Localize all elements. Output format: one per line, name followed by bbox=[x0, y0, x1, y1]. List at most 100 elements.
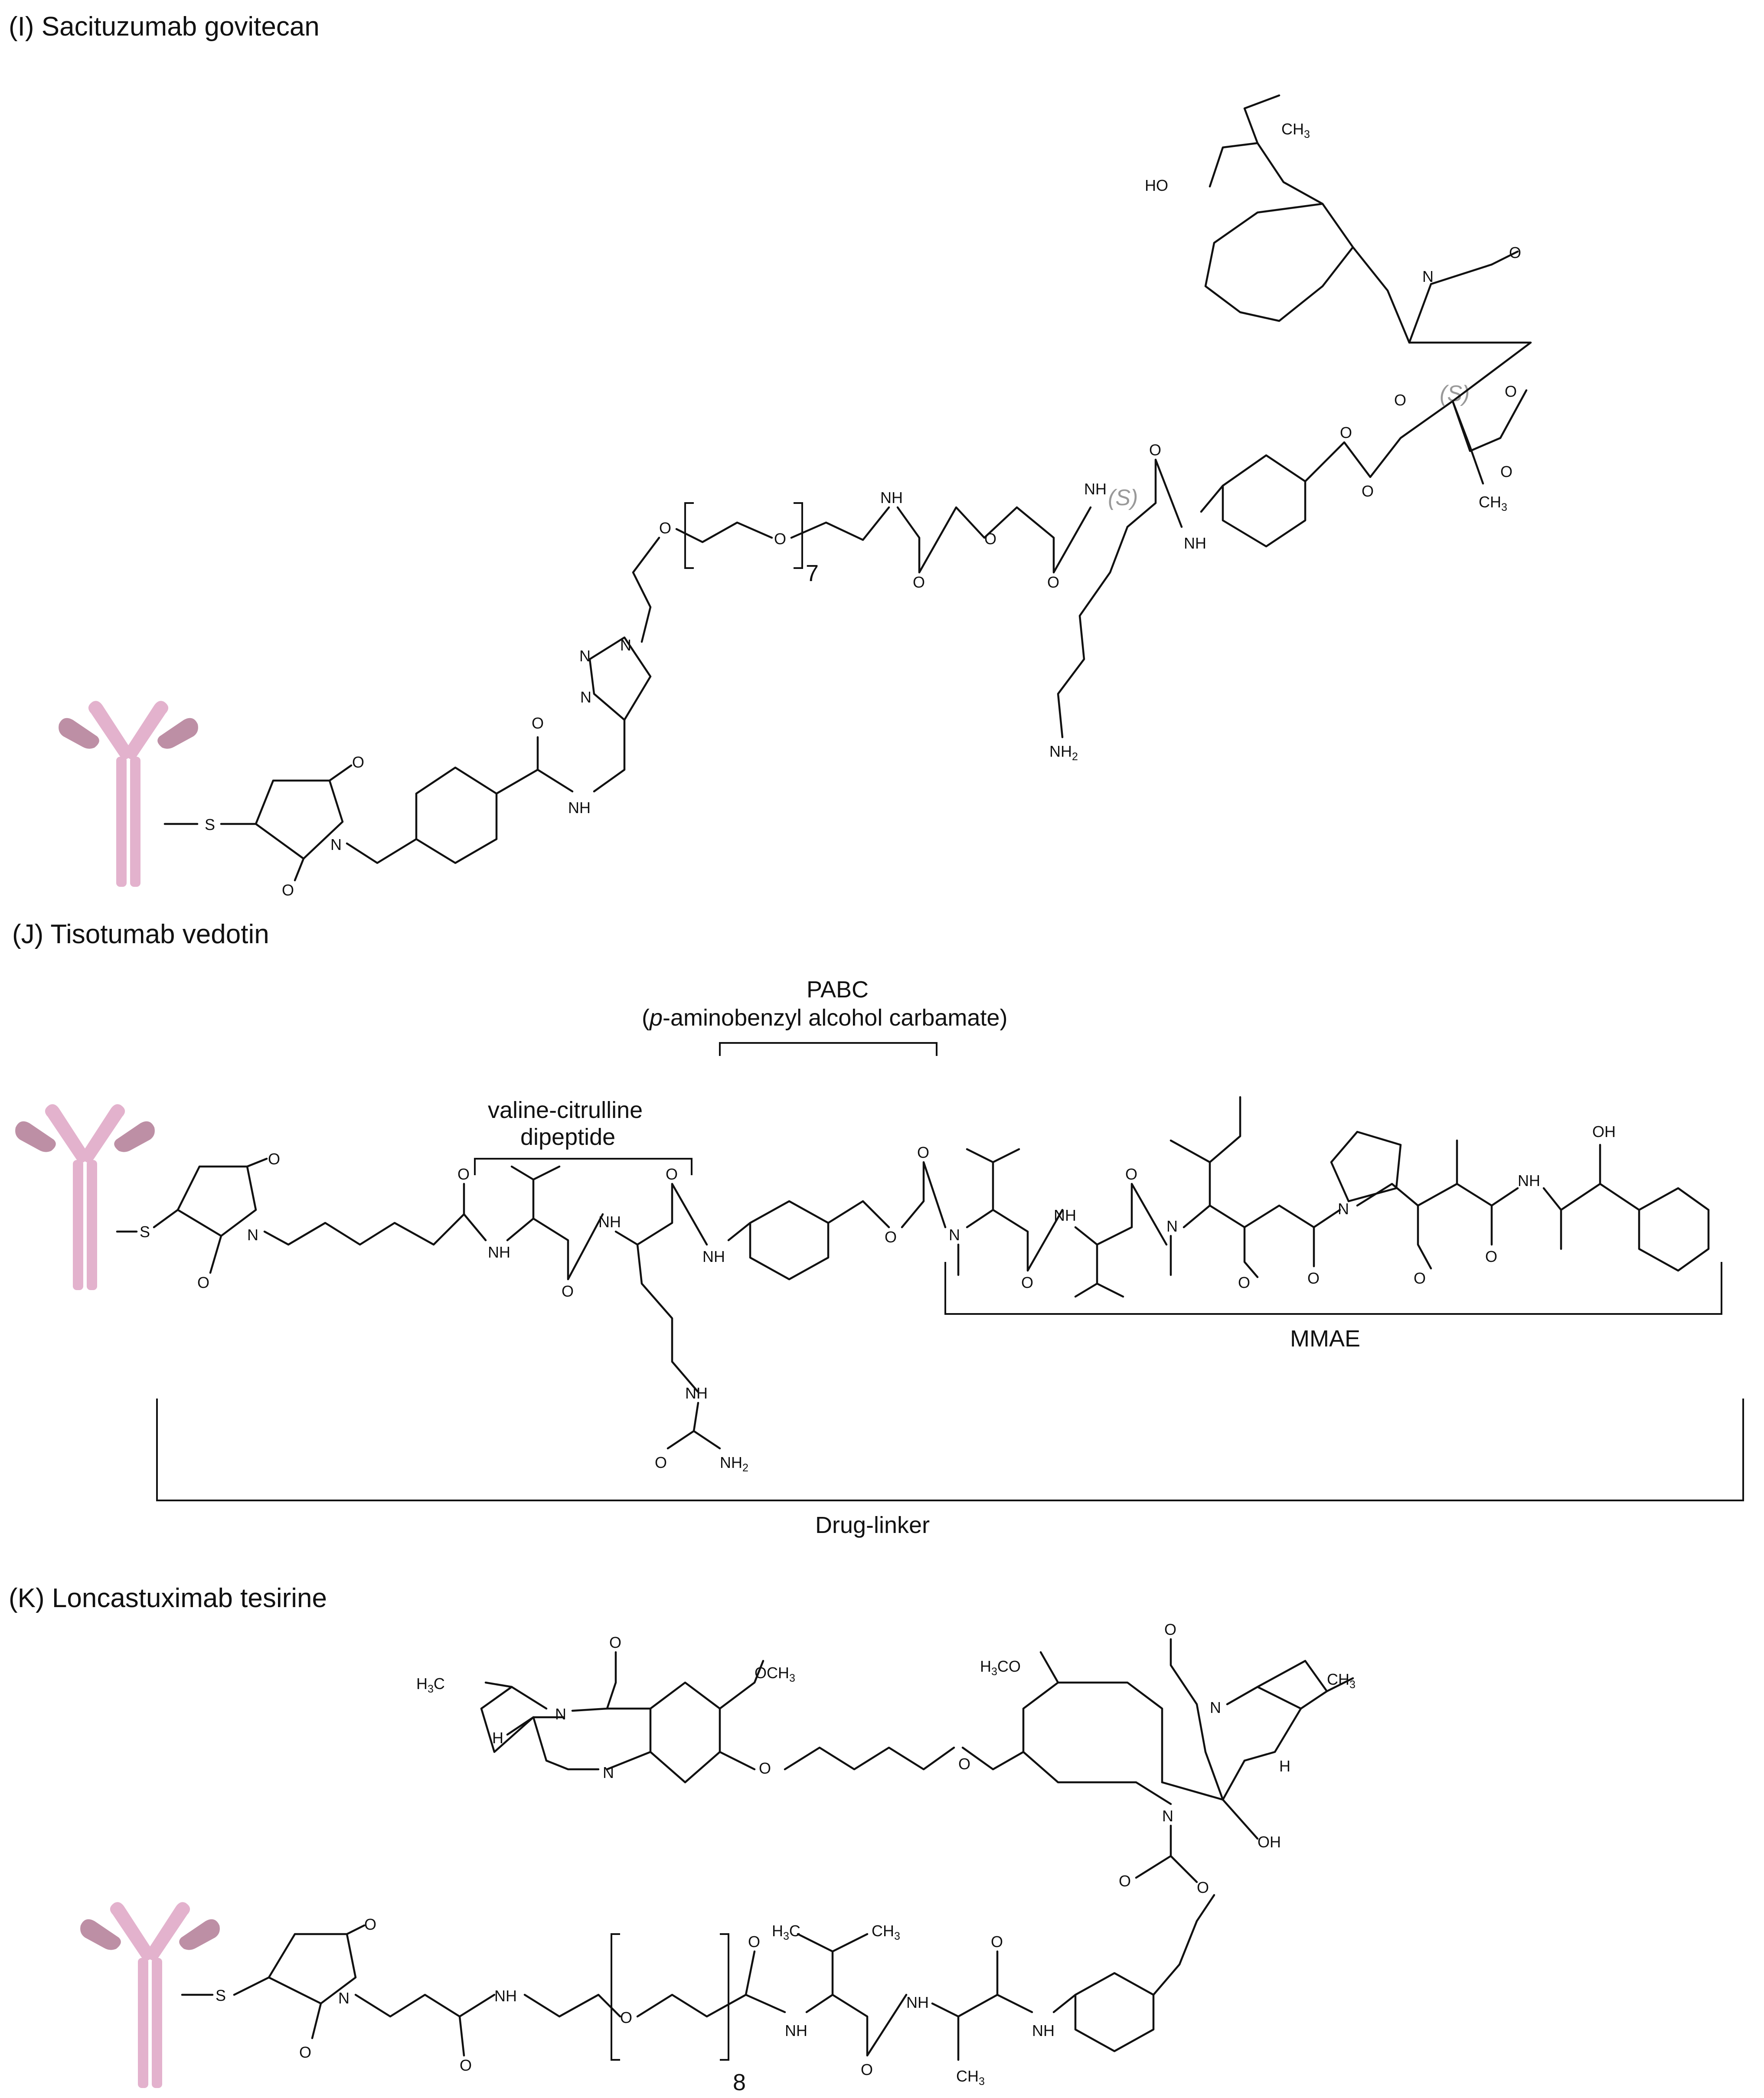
atom-ch3: CH3 bbox=[1479, 493, 1507, 513]
drug-linker-label: Drug-linker bbox=[815, 1512, 930, 1538]
atom-nh2: NH2 bbox=[1049, 742, 1078, 763]
atom-nh: NH bbox=[702, 1248, 725, 1265]
atom-o: O bbox=[1164, 1621, 1176, 1638]
atom-o: O bbox=[197, 1274, 209, 1291]
atom-o: O bbox=[1485, 1248, 1497, 1265]
atom-nh: NH bbox=[1054, 1206, 1076, 1224]
atom-o: O bbox=[655, 1454, 667, 1471]
atom-ch3: CH3 bbox=[956, 2067, 985, 2088]
atom-och3: OCH3 bbox=[755, 1664, 795, 1684]
atom-nh: NH bbox=[1518, 1172, 1540, 1190]
atom-o: O bbox=[666, 1165, 678, 1183]
atom-nh: NH bbox=[685, 1384, 708, 1402]
atom-o: O bbox=[1021, 1274, 1033, 1291]
atom-o: O bbox=[917, 1144, 929, 1161]
stereo-label-s: (S) bbox=[1108, 485, 1138, 510]
atom-o: O bbox=[1500, 463, 1512, 480]
atom-n: N bbox=[579, 647, 591, 665]
atom-n: N bbox=[555, 1705, 566, 1723]
sacituzumab-govitecan-structure: S O O N O NH N N N O O 7 NH O O O NH (S)… bbox=[59, 94, 1532, 899]
atom-o: O bbox=[659, 519, 671, 537]
atom-nh: NH bbox=[906, 1993, 929, 2011]
atom-o: O bbox=[1149, 441, 1161, 459]
atom-o: O bbox=[460, 2056, 472, 2074]
atom-o: O bbox=[364, 1915, 376, 1933]
atom-nh: NH bbox=[785, 2022, 807, 2039]
peg-repeat-8: 8 bbox=[733, 2069, 746, 2095]
atom-s: S bbox=[216, 1987, 226, 2004]
atom-o: O bbox=[1362, 482, 1374, 500]
atom-o: O bbox=[457, 1165, 470, 1183]
atom-o: O bbox=[759, 1759, 771, 1777]
atom-o: O bbox=[1307, 1269, 1320, 1287]
atom-nh: NH bbox=[494, 1987, 517, 2005]
atom-o: O bbox=[282, 881, 294, 899]
atom-ho: HO bbox=[1145, 176, 1168, 194]
tisotumab-vedotin-structure: S O O N O NH O NH O NH O NH2 NH O O N O … bbox=[15, 1096, 1710, 1474]
atom-o: O bbox=[1509, 244, 1521, 261]
loncastuximab-tesirine-structure: S O O N O NH O 8 O NH H3C CH3 O NH CH3 O… bbox=[80, 1621, 1356, 2095]
atom-nh2: NH2 bbox=[720, 1454, 748, 1474]
atom-o: O bbox=[299, 2043, 311, 2061]
atom-o: O bbox=[984, 530, 996, 548]
atom-o: O bbox=[1047, 573, 1059, 591]
mmae-label: MMAE bbox=[1290, 1326, 1360, 1352]
peg-repeat-7: 7 bbox=[806, 560, 819, 586]
atom-oh: OH bbox=[1258, 1833, 1281, 1851]
atom-nh: NH bbox=[1084, 480, 1107, 498]
panel-j-title: (J) Tisotumab vedotin bbox=[12, 919, 269, 949]
atom-n: N bbox=[620, 636, 631, 654]
atom-o: O bbox=[748, 1933, 760, 1951]
atom-o: O bbox=[1340, 424, 1352, 441]
atom-nh: NH bbox=[488, 1243, 510, 1261]
atom-o: O bbox=[1119, 1872, 1131, 1890]
atom-n: N bbox=[247, 1226, 258, 1244]
atom-n: N bbox=[1166, 1217, 1178, 1235]
antibody-icon-j bbox=[15, 1104, 155, 1290]
atom-nh: NH bbox=[1032, 2022, 1055, 2039]
atom-o: O bbox=[1414, 1269, 1426, 1287]
atom-n: N bbox=[949, 1226, 960, 1244]
atom-s: S bbox=[205, 816, 215, 833]
atom-nh: NH bbox=[598, 1213, 621, 1231]
atom-h: H bbox=[1279, 1757, 1290, 1775]
atom-n: N bbox=[338, 1989, 350, 2007]
vc-sublabel: dipeptide bbox=[520, 1124, 615, 1150]
atom-h3c: H3C bbox=[416, 1675, 445, 1695]
atom-n: N bbox=[580, 688, 591, 706]
atom-o: O bbox=[352, 753, 364, 771]
atom-o: O bbox=[609, 1634, 621, 1651]
atom-n: N bbox=[1422, 268, 1434, 285]
atom-n: N bbox=[1338, 1200, 1349, 1218]
atom-o: O bbox=[268, 1150, 280, 1168]
panel-k-title: (K) Loncastuximab tesirine bbox=[9, 1583, 327, 1613]
pabc-sublabel: (p-aminobenzyl alcohol carbamate) bbox=[642, 1005, 1007, 1031]
stereo-label-s: (S) bbox=[1440, 381, 1470, 406]
atom-o: O bbox=[620, 2009, 632, 2026]
atom-h3co: H3CO bbox=[980, 1657, 1021, 1678]
atom-o: O bbox=[1125, 1165, 1137, 1183]
atom-o: O bbox=[958, 1755, 970, 1773]
atom-h: H bbox=[492, 1729, 503, 1747]
atom-n: N bbox=[603, 1764, 614, 1781]
antibody-icon-i bbox=[59, 701, 198, 887]
atom-h3c: H3C bbox=[772, 1922, 800, 1942]
atom-o: O bbox=[1197, 1879, 1209, 1896]
atom-s: S bbox=[140, 1223, 150, 1241]
vc-label: valine-citrulline bbox=[488, 1097, 643, 1123]
atom-n: N bbox=[330, 836, 342, 853]
atom-ch3: CH3 bbox=[1327, 1670, 1356, 1691]
atom-o: O bbox=[1505, 382, 1517, 400]
atom-o: O bbox=[532, 714, 544, 732]
atom-o: O bbox=[774, 530, 786, 548]
atom-o: O bbox=[1238, 1274, 1250, 1291]
atom-nh: NH bbox=[1184, 534, 1206, 552]
atom-o: O bbox=[562, 1282, 574, 1300]
atom-oh: OH bbox=[1592, 1123, 1616, 1141]
atom-o: O bbox=[913, 573, 925, 591]
panel-i-title: (I) Sacituzumab govitecan bbox=[9, 12, 320, 42]
pabc-label: PABC bbox=[807, 977, 869, 1003]
atom-o: O bbox=[1394, 391, 1406, 409]
atom-nh: NH bbox=[880, 489, 903, 507]
